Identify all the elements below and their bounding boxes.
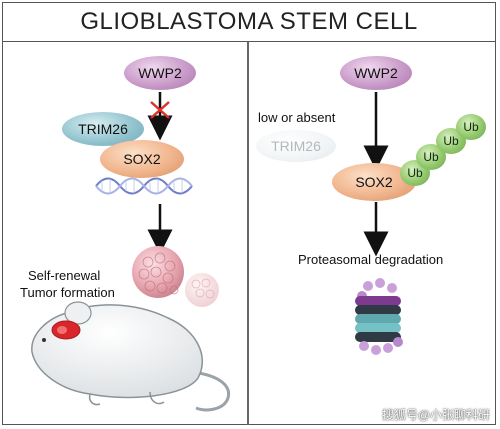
proteasome-icon [355,278,403,355]
mouse-icon [31,301,231,412]
ubiquitin-badge-4: Ub [456,114,486,140]
left-outcome-label-2: Tumor formation [20,285,115,300]
watermark-text: 搜狐号@小张聊科研 [381,408,490,422]
panel-divider [247,42,249,425]
dna-helix-icon [95,177,193,195]
tumor-sphere-large-icon [132,246,184,298]
left-wwp2-node: WWP2 [124,56,196,90]
right-trim26-node: TRIM26 [256,130,336,162]
left-trim26-node: TRIM26 [62,112,144,146]
right-outcome-label: Proteasomal degradation [298,252,444,267]
inhibition-cross-icon [150,101,170,119]
figure-frame [2,2,496,425]
left-outcome-label-1: Self-renewal [28,268,101,283]
right-trim26-note: low or absent [258,110,336,125]
figure-title: GLIOBLASTOMA STEM CELL [2,2,496,42]
tumor-sphere-small-icon [185,273,219,307]
right-wwp2-node: WWP2 [340,56,412,90]
left-sox2-node: SOX2 [100,140,184,178]
